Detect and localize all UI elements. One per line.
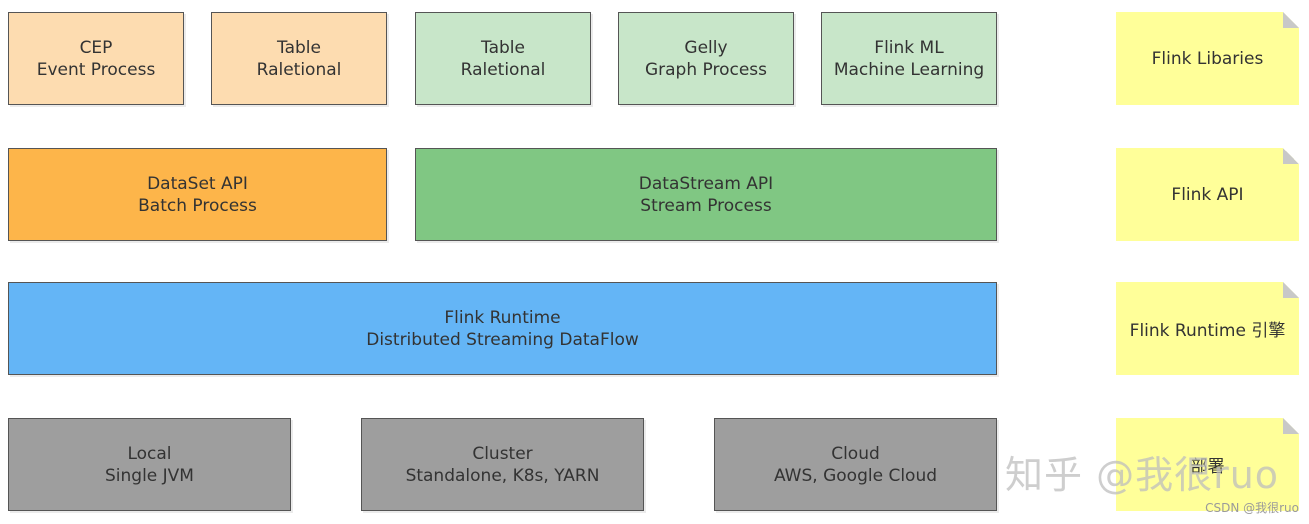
table-stream-title: Table (481, 37, 525, 58)
table-library-box-stream: Table Raletional (415, 12, 591, 105)
flink-ml-subtitle: Machine Learning (833, 59, 985, 80)
note-api-label: Flink API (1171, 184, 1244, 205)
cep-library-box: CEP Event Process (8, 12, 184, 105)
deploy-cloud-title: Cloud (831, 443, 880, 464)
deploy-cloud-box: Cloud AWS, Google Cloud (714, 418, 997, 511)
deploy-cluster-subtitle: Standalone, K8s, YARN (405, 465, 600, 486)
note-runtime-label: Flink Runtime 引擎 (1129, 321, 1286, 341)
note-deploy-label: 部署 (1190, 457, 1225, 477)
cep-subtitle: Event Process (36, 59, 156, 80)
table-batch-title: Table (277, 37, 321, 58)
note-libraries-label: Flink Libaries (1151, 48, 1264, 69)
dataset-api-box: DataSet API Batch Process (8, 148, 387, 241)
runtime-title: Flink Runtime (444, 307, 561, 328)
note-flink-api: Flink API (1116, 148, 1299, 241)
note-flink-libraries: Flink Libaries (1116, 12, 1299, 105)
table-stream-subtitle: Raletional (460, 59, 546, 80)
flink-ml-library-box: Flink ML Machine Learning (821, 12, 997, 105)
csdn-watermark: CSDN @我很ruo (1205, 501, 1299, 515)
note-fold-icon (1283, 418, 1299, 434)
deploy-local-subtitle: Single JVM (105, 465, 194, 486)
flink-runtime-box: Flink Runtime Distributed Streaming Data… (8, 282, 997, 375)
gelly-subtitle: Graph Process (644, 59, 768, 80)
flink-ml-title: Flink ML (874, 37, 944, 58)
gelly-title: Gelly (684, 37, 728, 58)
deploy-cloud-subtitle: AWS, Google Cloud (773, 465, 938, 486)
table-library-box-batch: Table Raletional (211, 12, 387, 105)
deploy-cluster-box: Cluster Standalone, K8s, YARN (361, 418, 644, 511)
note-fold-icon (1283, 12, 1299, 28)
datastream-api-subtitle: Stream Process (640, 195, 772, 216)
note-fold-icon (1283, 148, 1299, 164)
note-flink-runtime: Flink Runtime 引擎 (1116, 282, 1299, 375)
cep-title: CEP (79, 37, 113, 58)
note-deploy: 部署 (1116, 418, 1299, 511)
dataset-api-subtitle: Batch Process (138, 195, 257, 216)
deploy-cluster-title: Cluster (472, 443, 533, 464)
gelly-library-box: Gelly Graph Process (618, 12, 794, 105)
datastream-api-box: DataStream API Stream Process (415, 148, 997, 241)
datastream-api-title: DataStream API (638, 173, 774, 194)
runtime-subtitle: Distributed Streaming DataFlow (366, 329, 639, 350)
table-batch-subtitle: Raletional (256, 59, 342, 80)
dataset-api-title: DataSet API (147, 173, 248, 194)
deploy-local-title: Local (127, 443, 172, 464)
note-fold-icon (1283, 282, 1299, 298)
deploy-local-box: Local Single JVM (8, 418, 291, 511)
